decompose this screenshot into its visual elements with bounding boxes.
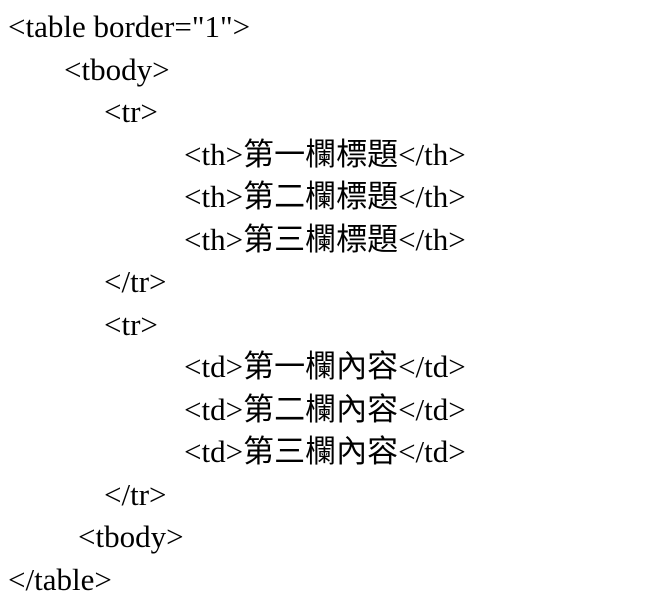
code-line: <td>第三欄內容</td> [184, 434, 466, 469]
code-line: <tr> [104, 306, 158, 342]
code-line: <tbody> [64, 51, 170, 87]
code-line: <th>第一欄標題</th> [184, 136, 466, 172]
code-line: </tr> [104, 476, 167, 512]
code-line: <td>第二欄內容</td> [184, 391, 466, 427]
code-line: <th>第三欄標題</th> [184, 221, 466, 257]
code-line: </tr> [104, 264, 167, 299]
code-line: <tr> [104, 94, 158, 129]
code-line: <table border="1"> [8, 9, 251, 44]
code-line: <td>第一欄內容</td> [184, 349, 466, 384]
code-line: <th>第二欄標題</th> [184, 179, 466, 214]
code-line: </table> [8, 561, 112, 597]
code-line: <tbody> [78, 519, 184, 554]
